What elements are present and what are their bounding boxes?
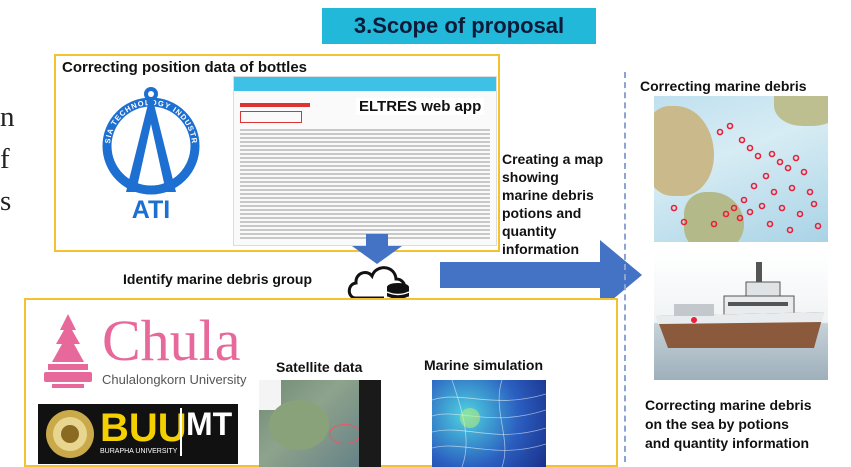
label-line: and quantity information — [645, 435, 810, 451]
caption-line: information — [502, 241, 579, 257]
clipped-letter: n — [0, 101, 15, 133]
clipped-text: n f s — [0, 96, 15, 222]
web-app-data-rows — [240, 127, 490, 241]
ati-logo: ASIA TECHNOLOGY INDUSTRY ATI — [96, 84, 200, 224]
slide-title: 3.Scope of proposal — [322, 8, 596, 44]
chula-wordmark: Chula — [102, 308, 241, 373]
down-arrow-icon — [352, 234, 402, 264]
marine-simulation-image — [432, 380, 546, 467]
flow-lines — [432, 380, 546, 467]
image-mask — [359, 380, 381, 467]
right-bottom-label: Correcting marine debris on the sea by p… — [645, 396, 812, 453]
web-app-label: ELTRES web app — [356, 98, 485, 115]
buu-subtitle: BURAPHA UNIVERSITY — [100, 448, 178, 455]
clipped-letter: f — [0, 143, 10, 175]
chula-subtitle: Chulalongkorn University — [102, 372, 247, 387]
web-app-field — [240, 103, 310, 107]
land-mass — [774, 96, 828, 126]
simulation-label: Marine simulation — [424, 357, 544, 373]
clipped-letter: s — [0, 185, 12, 217]
debris-markers — [670, 122, 822, 234]
chula-crest-icon — [44, 314, 92, 388]
web-app-header-bar — [234, 77, 496, 91]
label-line: on the sea by potions — [645, 416, 789, 432]
position-data-label: Correcting position data of bottles — [62, 59, 308, 76]
caption-line: Creating a map — [502, 151, 604, 167]
logo-divider — [180, 408, 182, 456]
buu-seal-icon — [46, 410, 94, 458]
right-top-label: Correcting marine debris — [640, 78, 807, 94]
island — [269, 400, 329, 450]
debris-map-image — [654, 96, 828, 242]
buu-letters: BUU — [100, 406, 187, 450]
mt-letters: MT — [186, 406, 233, 442]
caption-line: quantity — [502, 223, 557, 239]
cloud-label: Identify marine debris group — [123, 271, 313, 287]
map-creation-caption: Creating a map showing marine debris pot… — [502, 150, 603, 258]
caption-line: marine debris — [502, 187, 594, 203]
satellite-image — [259, 380, 381, 467]
ship-photo — [654, 252, 828, 380]
dashed-divider — [624, 72, 626, 462]
web-app-highlight — [240, 111, 302, 123]
ship-illustration — [656, 262, 824, 348]
land-mass — [684, 192, 744, 242]
land-mass — [654, 106, 714, 196]
debris-area-outline — [329, 424, 361, 444]
label-line: Correcting marine debris — [645, 397, 812, 413]
satellite-label: Satellite data — [276, 359, 363, 375]
ati-logo-text: ATI — [132, 196, 170, 224]
right-arrow-icon — [440, 240, 642, 310]
image-corner — [259, 380, 281, 410]
caption-line: potions and — [502, 205, 582, 221]
buu-mt-logo: BUU MT BURAPHA UNIVERSITY — [38, 404, 238, 464]
caption-line: showing — [502, 169, 559, 185]
